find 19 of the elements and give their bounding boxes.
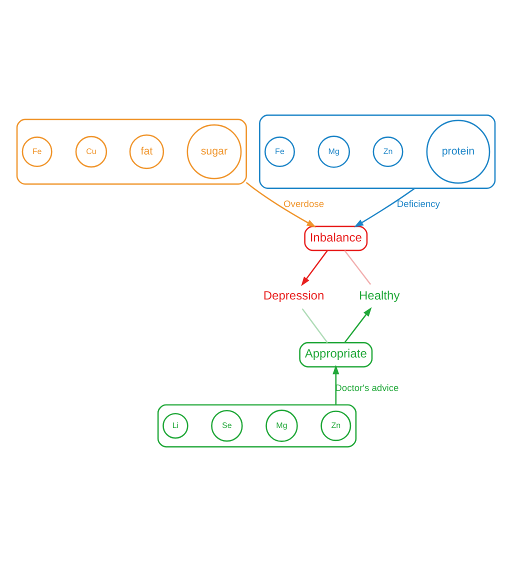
node-box: Appropriate [298, 342, 372, 367]
connector [301, 308, 328, 342]
arrow [344, 306, 372, 343]
node-circle: protein [426, 119, 490, 184]
cluster [16, 118, 246, 184]
node-text: Depression [262, 288, 324, 302]
cluster [156, 404, 356, 447]
arrow [332, 364, 339, 404]
arrow [300, 250, 328, 286]
arrow [245, 182, 316, 227]
node-text: Healthy [358, 288, 400, 302]
node-circle: fat [128, 134, 164, 169]
node-circle: sugar [186, 124, 242, 179]
arrow [354, 187, 415, 227]
cluster [258, 114, 496, 188]
edge-label: Deficiency [396, 198, 440, 209]
node-box: Inbalance [304, 225, 368, 251]
edge-label: Overdose [283, 198, 324, 209]
connector [344, 250, 371, 284]
